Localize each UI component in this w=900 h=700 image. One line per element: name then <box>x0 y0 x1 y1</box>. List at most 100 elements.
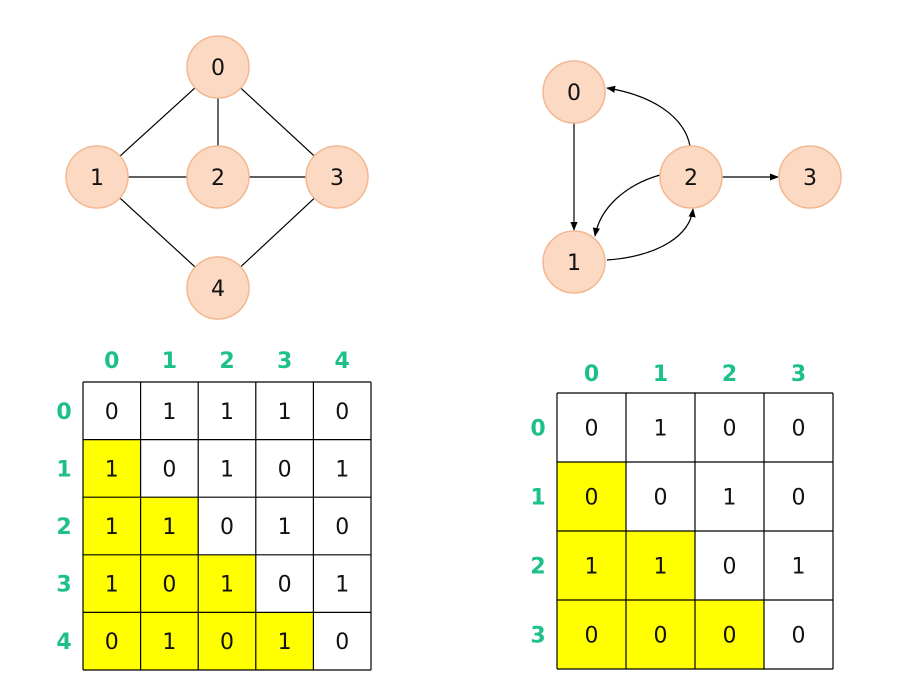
highlighted-cell <box>557 600 626 669</box>
matrix-cell-value: 1 <box>278 400 292 425</box>
matrix-cell-value: 0 <box>723 555 737 580</box>
undirected-node-label: 2 <box>211 166 225 191</box>
undirected-graph: 0 1 2 3 4 <box>65 35 369 320</box>
matrix-cell-value: 0 <box>723 624 737 649</box>
column-header: 0 <box>104 349 119 374</box>
matrix-cell-value: 0 <box>162 457 176 482</box>
matrix-cell-value: 1 <box>220 457 234 482</box>
matrix-cell <box>557 393 626 462</box>
undirected-edge-0-3 <box>240 87 315 157</box>
undirected-node-0: 0 <box>186 35 250 99</box>
matrix-cell-value: 1 <box>220 400 234 425</box>
highlighted-cell <box>83 439 141 498</box>
matrix-cell-value: 1 <box>654 555 668 580</box>
matrix-cell-value: 1 <box>723 486 737 511</box>
matrix-cell <box>255 497 314 555</box>
matrix-cell <box>83 382 141 440</box>
matrix-cell-value: 0 <box>220 630 234 655</box>
undirected-node-1: 1 <box>65 145 129 209</box>
matrix-cell <box>764 462 833 531</box>
matrix-cell <box>313 439 371 498</box>
matrix-cell <box>198 439 256 498</box>
matrix-cell <box>764 393 833 462</box>
matrix-cell <box>140 382 199 440</box>
undirected-node-3: 3 <box>305 145 369 209</box>
matrix-cell-value: 0 <box>792 417 806 442</box>
row-header: 4 <box>56 630 71 655</box>
matrix-cell <box>140 439 199 498</box>
highlighted-cell <box>198 554 256 613</box>
highlighted-cell <box>255 612 314 670</box>
matrix-cell <box>198 497 256 555</box>
undirected-node-label: 4 <box>211 277 225 302</box>
column-header: 3 <box>277 349 292 374</box>
highlighted-cell <box>140 554 199 613</box>
directed-edge-2-0 <box>606 85 691 147</box>
matrix-cell-value: 1 <box>585 555 599 580</box>
matrix-cell <box>695 393 764 462</box>
directed-node-0: 0 <box>542 60 606 124</box>
undirected-edge-3-4 <box>240 197 315 268</box>
matrix-cell-value: 1 <box>654 417 668 442</box>
matrix-cell <box>313 554 371 613</box>
matrix-cell-value: 0 <box>220 515 234 540</box>
matrix-cell-value: 0 <box>585 486 599 511</box>
row-header: 2 <box>56 515 71 540</box>
matrix-cell-value: 1 <box>162 630 176 655</box>
row-header: 3 <box>530 624 545 649</box>
matrix-cell <box>695 462 764 531</box>
matrix-cell-value: 0 <box>335 515 349 540</box>
column-header: 4 <box>335 349 350 374</box>
matrix-cell-value: 1 <box>335 457 349 482</box>
highlighted-cell <box>198 612 256 670</box>
matrix-cell-value: 1 <box>792 555 806 580</box>
row-header: 1 <box>530 486 545 511</box>
row-header: 0 <box>56 400 71 425</box>
matrix-cell-value: 1 <box>278 515 292 540</box>
highlighted-cell <box>626 600 695 669</box>
directed-node-2: 2 <box>659 145 723 209</box>
highlighted-cell <box>695 600 764 669</box>
column-header: 1 <box>653 362 668 387</box>
matrix-cell <box>626 462 695 531</box>
matrix-cell-value: 0 <box>278 573 292 598</box>
highlighted-cell <box>557 462 626 531</box>
column-header: 0 <box>584 362 599 387</box>
highlighted-cell <box>83 612 141 670</box>
matrix-cell-value: 0 <box>654 624 668 649</box>
matrix-cell-value: 1 <box>220 573 234 598</box>
undirected-node-label: 0 <box>211 56 225 81</box>
matrix-cell <box>198 382 256 440</box>
directed-edge-2-1 <box>592 174 661 237</box>
matrix-cell-value: 1 <box>105 573 119 598</box>
highlighted-cell <box>140 612 199 670</box>
column-header: 2 <box>219 349 234 374</box>
matrix-cell <box>313 612 371 670</box>
matrix-cell-value: 0 <box>335 400 349 425</box>
matrix-cell <box>313 497 371 555</box>
row-header: 2 <box>530 555 545 580</box>
column-header: 3 <box>791 362 806 387</box>
highlighted-cell <box>83 554 141 613</box>
directed-node-3: 3 <box>778 145 842 209</box>
matrix-cell-value: 0 <box>792 486 806 511</box>
matrix-cell <box>626 393 695 462</box>
highlighted-cell <box>140 497 199 555</box>
matrix-cell <box>764 531 833 600</box>
undirected-node-4: 4 <box>186 256 250 320</box>
directed-edge-1-2 <box>606 208 696 261</box>
row-header: 3 <box>56 573 71 598</box>
matrix-cell-value: 0 <box>105 630 119 655</box>
matrix-cell <box>313 382 371 440</box>
directed-node-label: 0 <box>567 81 581 106</box>
matrix-cell <box>255 554 314 613</box>
undirected-node-2: 2 <box>186 145 250 209</box>
matrix-cell-value: 0 <box>585 624 599 649</box>
matrix-cell <box>255 439 314 498</box>
matrix-cell-value: 0 <box>723 417 737 442</box>
matrix-cell <box>764 600 833 669</box>
undirected-edge-0-1 <box>119 87 196 157</box>
